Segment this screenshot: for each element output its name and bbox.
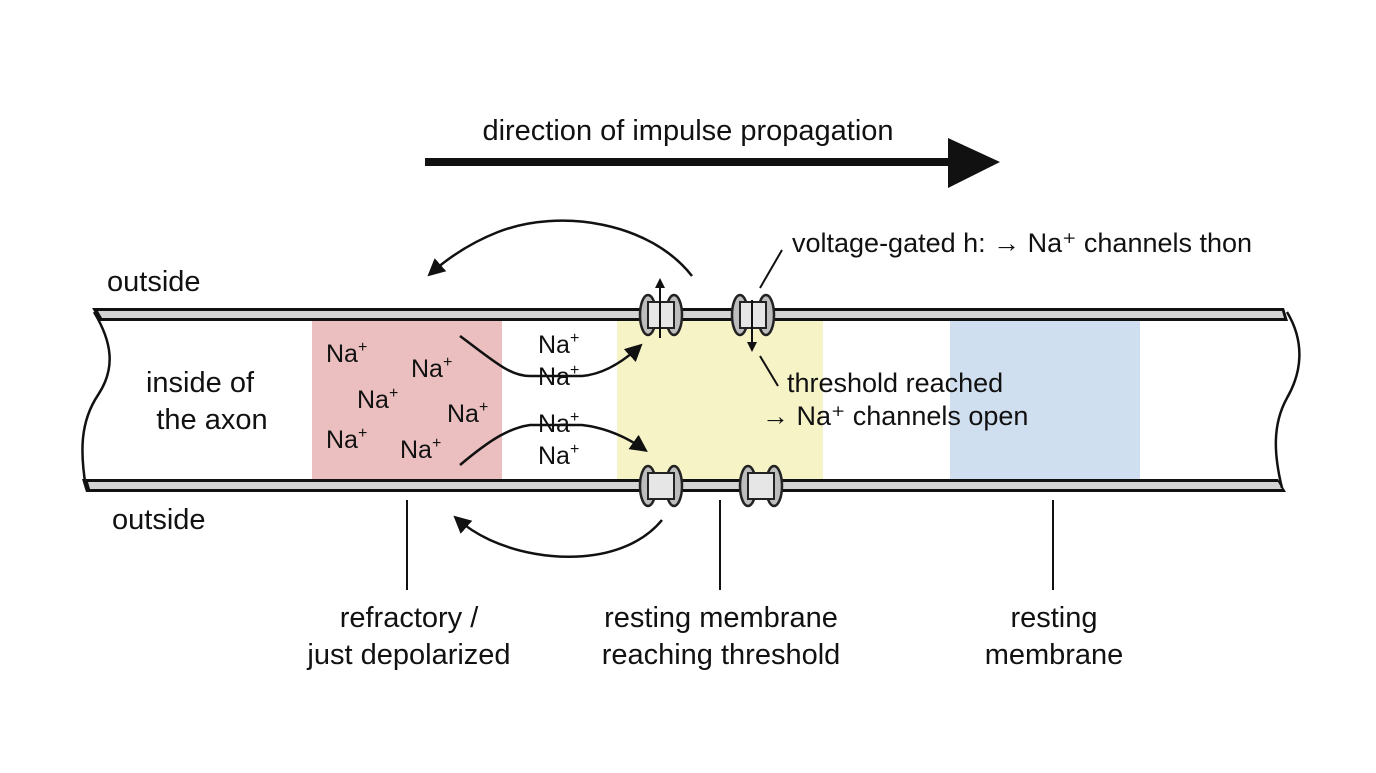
na-ion: Na+ — [538, 409, 579, 438]
zone-band-refractory — [312, 310, 502, 490]
zone-band-resting — [950, 310, 1140, 490]
direction-label: direction of impulse propagation — [482, 115, 893, 147]
ion-group-moving: Na+ Na+ Na+ Na+ — [538, 330, 579, 470]
na-channel-icon — [638, 278, 684, 338]
axon-left-cut — [81, 311, 111, 489]
zone-label-threshold-line2: reaching threshold — [602, 639, 841, 671]
na-channel-icon — [638, 464, 684, 508]
na-ion: Na+ — [326, 339, 367, 368]
na-ion: Na+ — [447, 399, 488, 428]
threshold-annotation-line1: threshold reached — [787, 368, 1003, 398]
axon-right-cut — [1274, 311, 1301, 489]
na-ion: Na+ — [538, 441, 579, 470]
na-ion: Na+ — [326, 425, 367, 454]
inside-label-line2: the axon — [156, 404, 267, 436]
na-ion: Na+ — [400, 435, 441, 464]
outside-label-bottom: outside — [112, 504, 206, 536]
na-ion: Na+ — [411, 354, 452, 383]
zone-label-resting-line1: resting — [1010, 602, 1097, 634]
na-channel-icon — [730, 293, 776, 352]
voltage-gated-pointer — [759, 249, 783, 289]
ion-group-refractory: Na+ Na+ Na+ Na+ Na+ Na+ — [326, 339, 488, 464]
outside-loop-arrow-bottom — [453, 515, 663, 558]
threshold-pointer — [759, 355, 779, 387]
na-channel-icon — [738, 464, 784, 508]
current-arrow-upper — [459, 334, 643, 378]
threshold-annotation-line2: → Na⁺ channels open — [762, 401, 1028, 431]
na-ion: Na+ — [538, 330, 579, 359]
inside-label-line1: inside of — [146, 367, 255, 399]
zone-label-threshold-line1: resting membrane — [604, 602, 838, 634]
outside-label-top: outside — [107, 266, 201, 298]
direction-arrow — [425, 138, 1000, 188]
voltage-gated-annotation: voltage-gated h: → Na⁺ channels thon — [792, 228, 1252, 258]
outside-loop-arrow-top — [427, 219, 693, 277]
zone-label-refractory-line1: refractory / — [340, 602, 480, 634]
zone-band-threshold — [617, 310, 823, 490]
zone-label-refractory-line2: just depolarized — [306, 639, 510, 671]
current-arrow-lower — [459, 423, 648, 466]
zone-label-resting-line2: membrane — [985, 639, 1124, 671]
membrane-bottom — [82, 479, 1286, 492]
na-ion: Na+ — [357, 385, 398, 414]
membrane-top — [92, 308, 1288, 321]
